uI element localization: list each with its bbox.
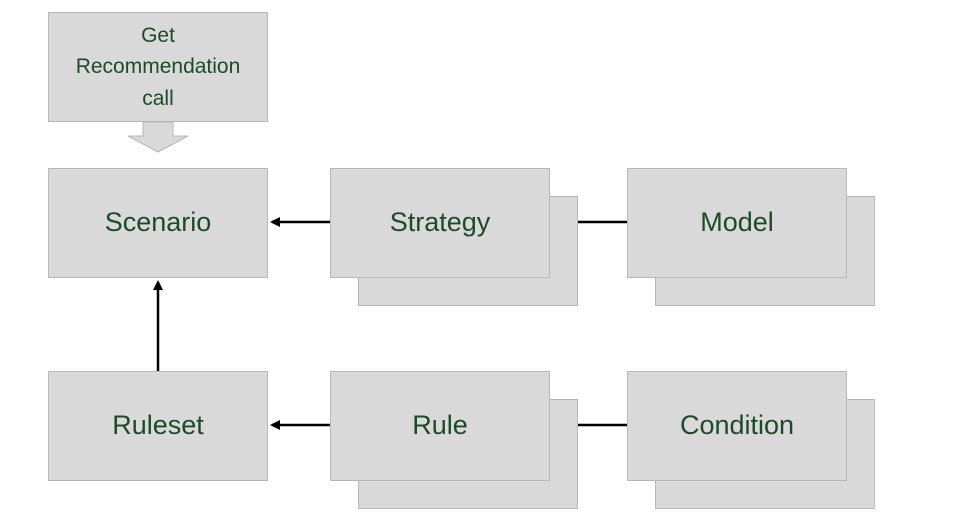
rule-node: Rule [330, 371, 550, 481]
condition-node: Condition [627, 371, 847, 481]
get-recommendation-call-label: Get Recommendation call [75, 23, 241, 110]
condition-label: Condition [679, 410, 795, 441]
ruleset-label: Ruleset [112, 410, 204, 441]
model-node: Model [627, 168, 847, 278]
model-label: Model [700, 207, 774, 238]
strategy-node: Strategy [330, 168, 550, 278]
get-recommendation-call-node: Get Recommendation call [48, 12, 268, 122]
strategy-label: Strategy [389, 207, 491, 238]
scenario-node: Scenario [48, 168, 268, 278]
rule-label: Rule [412, 410, 468, 441]
ruleset-node: Ruleset [48, 371, 268, 481]
start-to-scenario-block-arrow [127, 121, 189, 153]
scenario-label: Scenario [104, 207, 212, 238]
